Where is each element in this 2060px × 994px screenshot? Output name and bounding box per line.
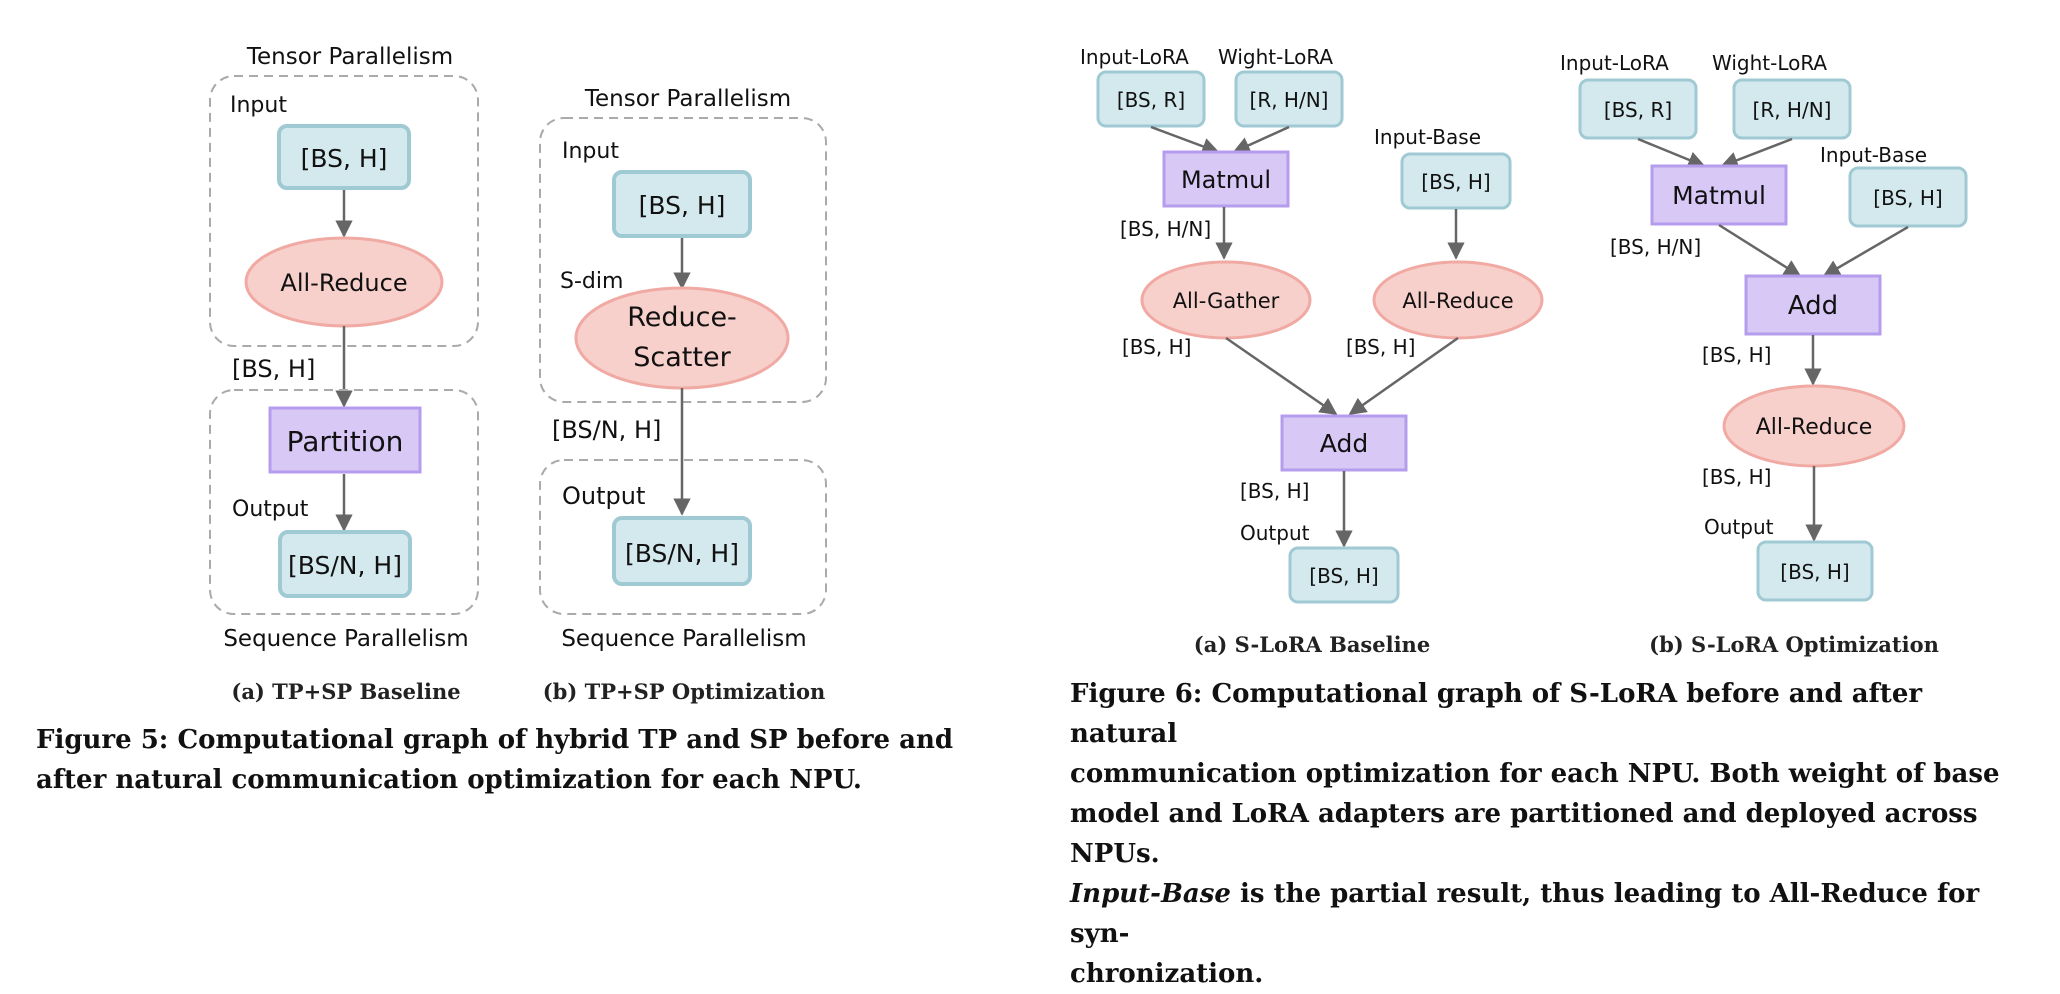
fig6a-arrow-gather-add [1225, 336, 1338, 416]
fig6b-input-lora-tensor [1578, 78, 1698, 140]
fig6a-wight-lora-tensor [1234, 70, 1344, 128]
fig6b-wight-lora-shape: [R, H/N] [1753, 98, 1832, 122]
fig6a-output-tensor [1288, 546, 1400, 604]
fig6a-reduce-out-shape: [BS, H] [1346, 335, 1415, 359]
fig5b-reduce-scatter-line2: Scatter [633, 342, 731, 373]
fig6a-allgather-label: All-Gather [1173, 289, 1280, 313]
fig6a-input-base-tensor [1400, 152, 1512, 210]
fig5a-input-shape: [BS, H] [301, 144, 388, 173]
fig5a-input-label: Input [230, 93, 287, 118]
fig5a-output-shape: [BS/N, H] [288, 551, 402, 580]
fig5a-between-shape: [BS, H] [232, 355, 315, 383]
fig5b-bottom-label: Sequence Parallelism [561, 626, 806, 652]
fig5a-partition-label: Partition [287, 425, 404, 458]
figure6-caption-emphasis: Input-Base [1070, 879, 1231, 909]
fig6b-add-label: Add [1788, 291, 1838, 321]
fig6b-arrow-base-add [1822, 225, 1909, 278]
fig6b-wight-lora-label: Wight-LoRA [1712, 51, 1827, 75]
fig5b-input-shape: [BS, H] [639, 191, 726, 220]
fig6b-input-base-tensor [1848, 166, 1968, 228]
fig6b-output-label: Output [1704, 515, 1774, 539]
fig5a-input-tensor [277, 124, 411, 190]
fig6a-diagram: Input-LoRA Wight-LoRA [BS, R] [R, H/N] M… [1080, 45, 1544, 657]
fig6a-arrow-lora-w [1232, 125, 1290, 154]
fig6b-allreduce-label: All-Reduce [1756, 415, 1873, 440]
fig6b-output-shape: [BS, H] [1780, 560, 1849, 584]
figure6-caption: Figure 6: Computational graph of S-LoRA … [1070, 674, 2030, 994]
fig6b-output-tensor [1756, 540, 1874, 602]
fig6a-input-lora-shape: [BS, R] [1117, 88, 1185, 112]
fig6a-add-out-shape: [BS, H] [1240, 479, 1309, 503]
fig5a-tp-group [209, 75, 479, 347]
fig5b-title: Tensor Parallelism [584, 86, 791, 112]
fig5a-output-label: Output [232, 497, 309, 522]
fig5a-diagram: Tensor Parallelism Input [BS, H] All-Red… [209, 44, 479, 704]
fig6a-allreduce-label: All-Reduce [1402, 289, 1513, 313]
figure6-caption-line4: Input-Base is the partial result, thus l… [1070, 874, 2030, 954]
fig5a-bottom-label: Sequence Parallelism [223, 626, 468, 652]
fig5a-subcaption: (a) TP+SP Baseline [231, 679, 460, 704]
figure5-caption: Figure 5: Computational graph of hybrid … [36, 725, 954, 795]
fig6a-output-shape: [BS, H] [1309, 564, 1378, 588]
fig6a-wight-lora-label: Wight-LoRA [1218, 45, 1333, 69]
fig6b-input-base-label: Input-Base [1820, 143, 1927, 167]
fig5a-sp-group [209, 389, 479, 615]
fig6a-output-label: Output [1240, 521, 1310, 545]
fig6b-wight-lora-tensor [1732, 78, 1852, 140]
fig6a-input-lora-label: Input-LoRA [1080, 45, 1189, 69]
fig5b-reduce-scatter-line1: Reduce- [627, 302, 737, 333]
fig6a-input-base-label: Input-Base [1374, 125, 1481, 149]
fig6b-add-op [1744, 274, 1882, 336]
fig6b-input-lora-label: Input-LoRA [1560, 51, 1669, 75]
fig6b-arrow-matmul-add [1718, 223, 1802, 278]
fig6a-wight-lora-shape: [R, H/N] [1250, 88, 1329, 112]
fig5b-input-tensor [612, 170, 752, 238]
fig6b-matmul-out-shape: [BS, H/N] [1610, 235, 1701, 259]
fig6a-input-lora-tensor [1096, 70, 1206, 128]
fig5b-subcaption: (b) TP+SP Optimization [543, 679, 826, 704]
fig5b-sdim-label: S-dim [560, 269, 623, 294]
fig6a-arrow-reduce-add [1348, 336, 1459, 416]
fig5a-allreduce-label: All-Reduce [280, 269, 407, 297]
fig6a-subcaption: (a) S-LoRA Baseline [1194, 632, 1430, 657]
fig5b-output-tensor [612, 516, 752, 586]
fig5b-between-shape: [BS/N, H] [552, 416, 661, 444]
fig6b-add-out-shape: [BS, H] [1702, 343, 1771, 367]
fig6b-subcaption: (b) S-LoRA Optimization [1649, 632, 1939, 657]
fig6a-matmul-op [1162, 150, 1290, 208]
fig5b-diagram: Tensor Parallelism Input [BS, H] S-dim R… [539, 86, 827, 704]
fig5a-partition-op [268, 406, 422, 474]
fig6b-matmul-op [1650, 164, 1788, 226]
fig6b-arrow-lora-w [1720, 137, 1793, 169]
figures-canvas: Tensor Parallelism Input [BS, H] All-Red… [209, 44, 1968, 704]
figure-page: Tensor Parallelism Input [BS, H] All-Red… [36, 44, 2000, 989]
fig6a-matmul-out-shape: [BS, H/N] [1120, 217, 1211, 241]
fig6b-input-lora-shape: [BS, R] [1604, 98, 1672, 122]
fig6b-arrow-lora-in [1637, 137, 1706, 169]
fig6b-reduce-out-shape: [BS, H] [1702, 465, 1771, 489]
fig6a-add-op [1280, 414, 1408, 472]
fig5a-output-tensor [278, 530, 412, 598]
fig5b-input-label: Input [562, 139, 619, 164]
fig6b-matmul-label: Matmul [1672, 181, 1766, 210]
figure6-caption-line3: model and LoRA adapters are partitioned … [1070, 799, 1978, 869]
figure6-caption-line1: Figure 6: Computational graph of S-LoRA … [1070, 679, 1923, 749]
fig6b-diagram: Input-LoRA Wight-LoRA [BS, R] [R, H/N] M… [1560, 51, 1968, 657]
fig6b-input-base-shape: [BS, H] [1873, 186, 1942, 210]
fig6a-arrow-lora-in [1150, 125, 1220, 155]
fig5b-output-shape: [BS/N, H] [625, 539, 739, 568]
fig5a-title: Tensor Parallelism [246, 44, 453, 70]
figure6-caption-line2: communication optimization for each NPU.… [1070, 759, 2000, 789]
fig6a-matmul-label: Matmul [1181, 166, 1271, 194]
fig6a-gather-out-shape: [BS, H] [1122, 335, 1191, 359]
fig5b-output-label: Output [562, 482, 645, 510]
fig6a-add-label: Add [1320, 429, 1368, 458]
figure6-caption-line5: chronization. [1070, 959, 1264, 989]
fig6a-input-base-shape: [BS, H] [1421, 170, 1490, 194]
